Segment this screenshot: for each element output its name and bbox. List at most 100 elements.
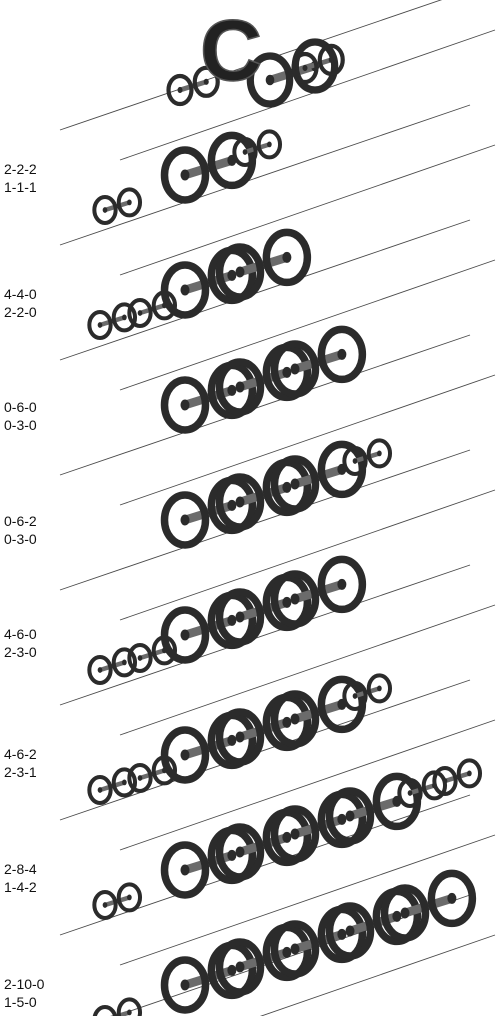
wheel-hub: [282, 367, 291, 378]
wheelsets: [89, 42, 480, 1016]
whyte-notation: 2-2-2: [4, 160, 64, 178]
driving-wheelset: [220, 462, 308, 527]
wheel-hub: [291, 829, 300, 840]
wheel-hub: [236, 612, 245, 623]
wheel-hub: [181, 515, 190, 526]
wheel-hub: [227, 270, 236, 281]
whyte-notation: 4-4-0: [4, 285, 64, 303]
wheel-hub: [236, 382, 245, 393]
wheel-hub: [103, 207, 108, 213]
driving-wheelset: [165, 595, 253, 660]
driving-wheelset: [275, 559, 363, 624]
wheel-hub: [227, 385, 236, 396]
wheel-hub: [138, 655, 143, 661]
wheel-hub: [291, 594, 300, 605]
wheel-hub: [127, 1010, 132, 1016]
wheel-hub: [443, 778, 448, 784]
driving-wheelset: [165, 365, 253, 430]
wheel-hub: [181, 170, 190, 181]
wheel-hub: [353, 458, 358, 464]
wheel-hub: [236, 847, 245, 858]
wheel-hub: [337, 349, 346, 360]
wheel-hub: [467, 771, 472, 777]
whyte-notation: 0-6-0: [4, 398, 64, 416]
wheel-hub: [98, 667, 103, 673]
wheel-hub: [291, 364, 300, 375]
driving-wheelset: [220, 927, 308, 992]
wheel-hub: [291, 479, 300, 490]
wheel-hub: [243, 149, 248, 155]
driving-wheelset: [165, 250, 253, 315]
wheel-hub: [122, 315, 127, 321]
leading-wheelset: [94, 884, 140, 918]
wheel-hub: [353, 693, 358, 699]
wheel-hub: [377, 451, 382, 457]
wheel: [94, 1007, 115, 1016]
driving-wheelset: [165, 715, 253, 780]
driving-wheelset: [275, 679, 363, 744]
wheel-hub: [98, 787, 103, 793]
uic-notation: 0-3-0: [4, 530, 64, 548]
wheel-hub: [227, 735, 236, 746]
wheel-hub: [329, 57, 334, 63]
wheel-hub: [282, 947, 291, 958]
wheel-hub: [346, 811, 355, 822]
wheel-hub: [337, 929, 346, 940]
whyte-notation: 0-6-2: [4, 512, 64, 530]
driving-wheelset: [275, 794, 363, 859]
wheel-hub: [408, 790, 413, 796]
wheel-hub: [127, 200, 132, 206]
wheel-hub: [337, 579, 346, 590]
wheel-hub: [266, 75, 275, 86]
wheel-hub: [227, 965, 236, 976]
wheel-hub: [138, 310, 143, 316]
wheel-hub: [138, 775, 143, 781]
rail-line: [120, 30, 495, 160]
uic-notation: 1-1-1: [4, 178, 64, 196]
wheel-hub: [122, 660, 127, 666]
wheel-hub: [103, 902, 108, 908]
whyte-notation: 4-6-0: [4, 625, 64, 643]
wheel-hub: [122, 780, 127, 786]
wheel-hub: [236, 732, 245, 743]
wheel-hub: [392, 911, 401, 922]
whyte-notation: 4-6-2: [4, 745, 64, 763]
wheel-hub: [181, 285, 190, 296]
wheel-hub: [346, 926, 355, 937]
wheel-hub: [302, 65, 307, 71]
uic-notation: 2-2-0: [4, 303, 64, 321]
uic-notation: 0-3-0: [4, 416, 64, 434]
uic-notation: 2-3-0: [4, 643, 64, 661]
driving-wheelset: [275, 444, 363, 509]
wheel-hub: [181, 980, 190, 991]
driving-wheelset: [385, 873, 473, 938]
wheel-hub: [291, 714, 300, 725]
wheel-hub: [377, 686, 382, 692]
rail-line: [60, 0, 470, 130]
driving-wheelset: [220, 812, 308, 877]
wheel-hub: [181, 400, 190, 411]
wheel-hub: [282, 597, 291, 608]
wheel-hub: [282, 482, 291, 493]
arrangement-label: 0-6-00-3-0: [4, 398, 64, 434]
driving-wheelset: [275, 329, 363, 394]
wheel-hub: [227, 615, 236, 626]
leading-wheelset: [94, 189, 140, 223]
wheel-hub: [337, 814, 346, 825]
driving-wheelset: [275, 909, 363, 974]
leading-wheelset: [94, 999, 140, 1016]
driving-wheelset: [330, 776, 418, 841]
wheel-hub: [267, 142, 272, 148]
uic-notation: 2-3-1: [4, 763, 64, 781]
wheel-hub: [181, 750, 190, 761]
whyte-notation: 2-10-0: [4, 975, 64, 993]
driving-wheelset: [220, 232, 308, 297]
arrangement-label: 2-2-21-1-1: [4, 160, 64, 196]
driving-wheelset: [220, 347, 308, 412]
wheel-hub: [181, 630, 190, 641]
wheel-hub: [236, 267, 245, 278]
